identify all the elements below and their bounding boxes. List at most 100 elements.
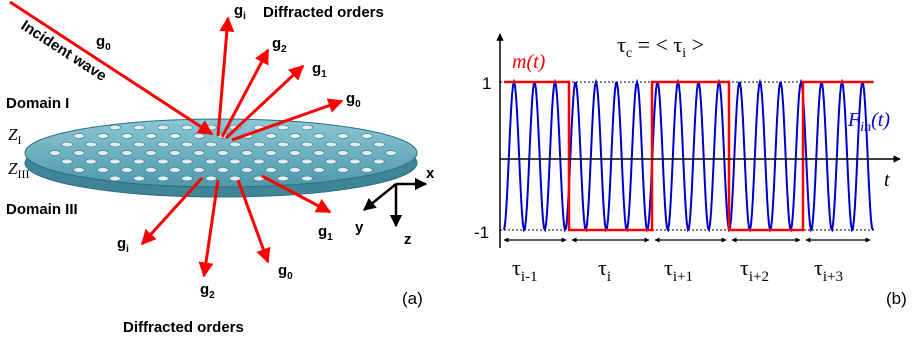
tick-label-plus1: 1 <box>482 74 491 93</box>
slab-hole <box>97 167 109 173</box>
y-axis-label: y <box>355 219 364 236</box>
up-order-g0-arrow <box>231 98 344 142</box>
slab-hole <box>277 175 289 182</box>
slab-hole <box>301 141 313 148</box>
up-order-g0-label: g0 <box>346 90 361 110</box>
slab-hole <box>205 141 217 148</box>
slab-hole <box>109 175 121 182</box>
coordinate-axes: x y z <box>355 165 435 248</box>
down-order-g1-arrow <box>261 174 332 214</box>
diffracted-orders-top-label: Diffracted orders <box>263 4 384 21</box>
slab-hole <box>205 158 217 165</box>
up-order-g2-arrow <box>220 48 270 138</box>
slab-hole <box>253 158 265 165</box>
x-axis-label: x <box>426 165 435 182</box>
slab-hole <box>325 141 337 148</box>
domain-iii-label: Domain III <box>6 201 78 218</box>
slab-hole <box>169 167 181 173</box>
m-label: m(t) <box>512 51 546 73</box>
panel-b-tag: (b) <box>886 289 907 308</box>
z-iii-label: ZIII <box>8 159 29 181</box>
slab-hole <box>133 141 145 148</box>
interval-label-5: τi+3 <box>814 255 843 285</box>
t-label: t <box>884 169 890 191</box>
slab-hole <box>85 158 97 165</box>
interval-label-1: τi-1 <box>512 255 538 285</box>
interval-label-4: τi+2 <box>740 255 769 285</box>
slab-hole <box>181 158 193 165</box>
slab-hole <box>301 158 313 165</box>
slab-hole <box>289 133 301 139</box>
slab-hole <box>157 124 169 131</box>
slab-hole <box>133 175 145 182</box>
slab-hole <box>277 141 289 148</box>
slab-hole <box>337 167 349 173</box>
down-order-g2-arrow <box>198 179 220 278</box>
down-order-g0-arrow <box>236 179 271 264</box>
slab-hole <box>109 141 121 148</box>
up-order-g2-label: g2 <box>272 35 287 55</box>
slab-hole <box>313 167 325 173</box>
up-diffracted-arrows <box>216 16 344 142</box>
slab-hole <box>313 133 325 139</box>
panel-b: 1 -1 m(t) Fin(t) t τc = < τi > τi-1 τi τ… <box>474 32 907 308</box>
slab-hole <box>229 158 241 165</box>
m-square-wave <box>504 80 873 232</box>
interval-label-3: τi+1 <box>664 255 693 285</box>
slab-hole <box>169 150 181 156</box>
down-order-g2-label: g2 <box>200 281 215 301</box>
slab-hole <box>349 158 361 165</box>
slab-hole <box>289 150 301 156</box>
slab-hole <box>133 124 145 131</box>
slab-hole <box>85 141 97 148</box>
slab-hole <box>349 141 361 148</box>
slab-hole <box>133 158 145 165</box>
up-order-g1-label: g1 <box>312 60 327 80</box>
slab-holes <box>49 124 397 182</box>
slab-hole <box>289 167 301 173</box>
incident-wave-arrow <box>9 0 214 136</box>
slab-hole <box>181 141 193 148</box>
slab-hole <box>145 167 157 173</box>
slab-hole <box>301 124 313 131</box>
slab-hole <box>145 150 157 156</box>
slab-hole <box>157 175 169 182</box>
slab-hole <box>217 167 229 173</box>
slab-hole <box>241 150 253 156</box>
slab-hole <box>277 158 289 165</box>
slab-hole <box>361 150 373 156</box>
tau-c-title: τc = < τi > <box>617 32 704 61</box>
down-order-g1-label: g1 <box>318 223 333 243</box>
slab-hole <box>265 167 277 173</box>
y-axis-arrow <box>363 183 397 211</box>
slab-hole <box>193 133 205 139</box>
slab-hole <box>121 150 133 156</box>
interval-label-2: τi <box>598 255 611 285</box>
f-in-wave <box>503 78 874 233</box>
up-order-g1-arrow <box>224 64 305 140</box>
slab-hole <box>109 158 121 165</box>
slab-hole <box>337 150 349 156</box>
down-order-g0-label: g0 <box>278 262 293 282</box>
slab-hole <box>61 158 73 165</box>
incident-wave-label: Incident wave <box>18 17 110 85</box>
up-order-gi-arrow <box>216 16 235 137</box>
slab-hole <box>265 133 277 139</box>
tick-label-minus1: -1 <box>474 223 489 242</box>
slab-hole <box>229 141 241 148</box>
panel-a-tag: (a) <box>402 289 423 308</box>
slab-hole <box>97 133 109 139</box>
slab-hole <box>97 150 109 156</box>
slab-hole <box>385 150 397 156</box>
slab-hole <box>73 167 85 173</box>
z-axis-label: z <box>404 231 412 248</box>
slab-hole <box>361 133 373 139</box>
slab-hole <box>181 175 193 182</box>
slab-hole <box>61 141 73 148</box>
slab-hole <box>181 124 193 131</box>
slab-hole <box>361 167 373 173</box>
up-order-gi-label: gi <box>234 2 246 22</box>
slab-hole <box>265 150 277 156</box>
slab-hole <box>337 133 349 139</box>
